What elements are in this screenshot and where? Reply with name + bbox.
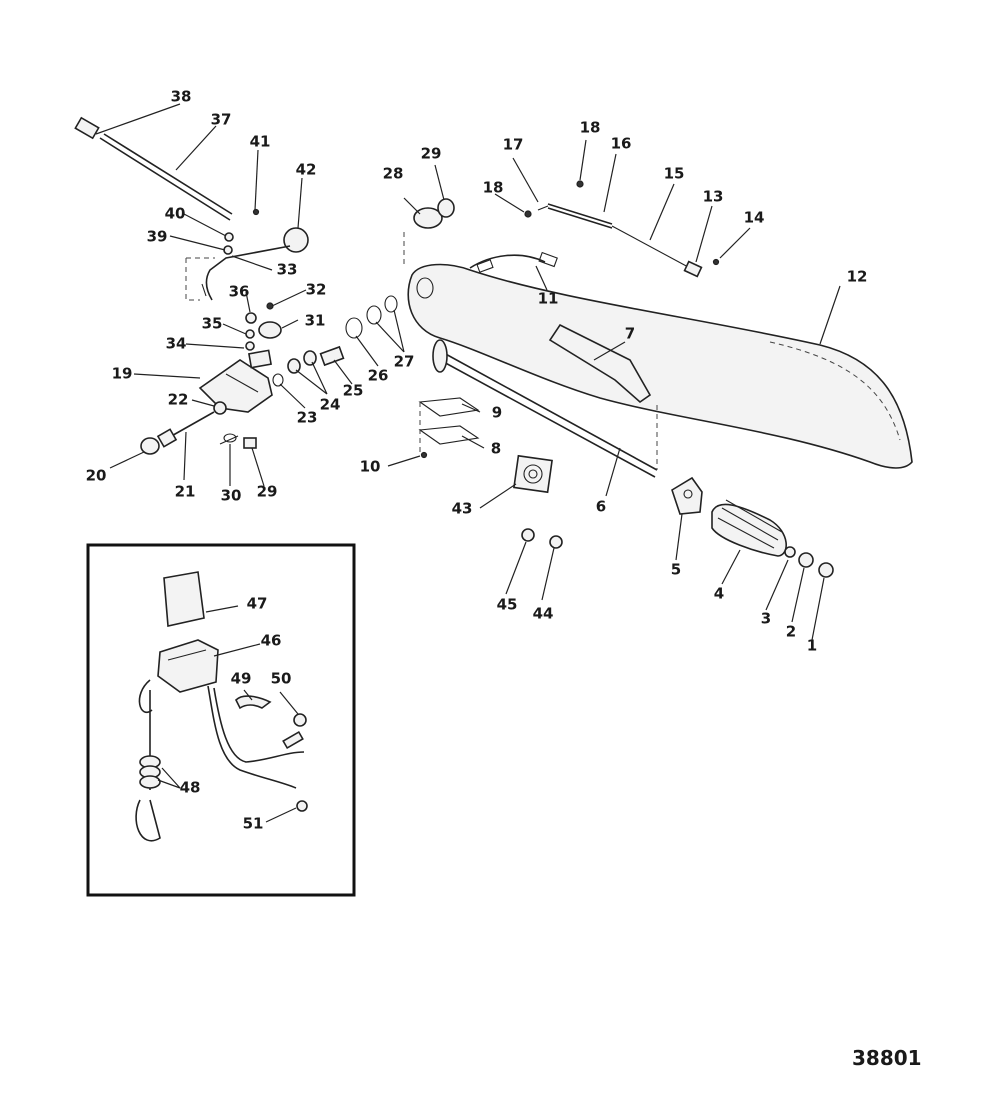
callout-4: 4 xyxy=(713,584,725,603)
callout-37: 36 xyxy=(228,282,250,301)
callout-18b: 18 xyxy=(579,118,601,137)
callout-1: 1 xyxy=(806,636,818,655)
callout-43: 42 xyxy=(295,160,317,179)
callout-15: 15 xyxy=(663,164,685,183)
callout-11: 11 xyxy=(537,289,559,308)
callout-3: 3 xyxy=(760,609,772,628)
callout-40: 39 xyxy=(146,227,168,246)
callout-30: 29 xyxy=(256,482,278,501)
callout-20: 20 xyxy=(85,466,107,485)
callout-23: 23 xyxy=(296,408,318,427)
callout-9: 9 xyxy=(491,403,503,422)
inset-stop-switch xyxy=(86,543,356,897)
friction-rod-assembly xyxy=(524,180,720,278)
callout-39: 38 xyxy=(170,87,192,106)
washer-stack xyxy=(272,198,455,387)
callout-12: 12 xyxy=(846,267,868,286)
callout-52: 51 xyxy=(242,814,264,833)
mounting-screws xyxy=(140,411,257,455)
callout-18a: 18 xyxy=(482,178,504,197)
figure-number: 38801 xyxy=(852,1046,922,1070)
callout-50: 49 xyxy=(230,669,252,688)
twist-grip-shaft xyxy=(432,323,658,478)
callout-49: 48 xyxy=(179,778,201,797)
cover-plates xyxy=(418,397,658,470)
callout-35: 34 xyxy=(165,334,187,353)
callout-21: 21 xyxy=(174,482,196,501)
callout-19: 19 xyxy=(111,364,133,383)
callout-32: 31 xyxy=(304,311,326,330)
callout-51: 50 xyxy=(270,669,292,688)
callout-34: 33 xyxy=(276,260,298,279)
twist-grip-assembly xyxy=(521,476,834,578)
callout-17: 17 xyxy=(502,135,524,154)
throttle-cable xyxy=(469,251,558,273)
callout-6: 6 xyxy=(595,497,607,516)
grommet-plate xyxy=(513,454,553,494)
callout-13: 13 xyxy=(702,187,724,206)
callout-45: 44 xyxy=(532,604,554,623)
callout-47: 46 xyxy=(260,631,282,650)
callout-10: 10 xyxy=(359,457,381,476)
callout-36: 35 xyxy=(201,314,223,333)
callout-26: 26 xyxy=(367,366,389,385)
callout-27: 27 xyxy=(393,352,415,371)
callout-8: 8 xyxy=(490,439,502,458)
callout-16: 16 xyxy=(610,134,632,153)
callout-29: 29 xyxy=(420,144,442,163)
callout-22: 22 xyxy=(167,390,189,409)
tiller-handle xyxy=(407,263,913,469)
callout-25: 25 xyxy=(342,381,364,400)
callout-5: 5 xyxy=(670,560,682,579)
callout-31: 30 xyxy=(220,486,242,505)
callout-48: 47 xyxy=(246,594,268,613)
callout-41: 40 xyxy=(164,204,186,223)
callout-33: 32 xyxy=(305,280,327,299)
callout-2: 2 xyxy=(785,622,797,641)
callout-46: 45 xyxy=(496,595,518,614)
shift-lever xyxy=(74,116,309,301)
callout-42: 41 xyxy=(249,132,271,151)
callout-44: 43 xyxy=(451,499,473,518)
stop-switch-bracket xyxy=(198,302,282,415)
callout-28: 28 xyxy=(382,164,404,183)
callout-38: 37 xyxy=(210,110,232,129)
leader-lines xyxy=(95,103,841,823)
callout-14: 14 xyxy=(743,208,765,227)
callout-24: 24 xyxy=(319,395,341,414)
callout-7: 7 xyxy=(624,324,636,343)
